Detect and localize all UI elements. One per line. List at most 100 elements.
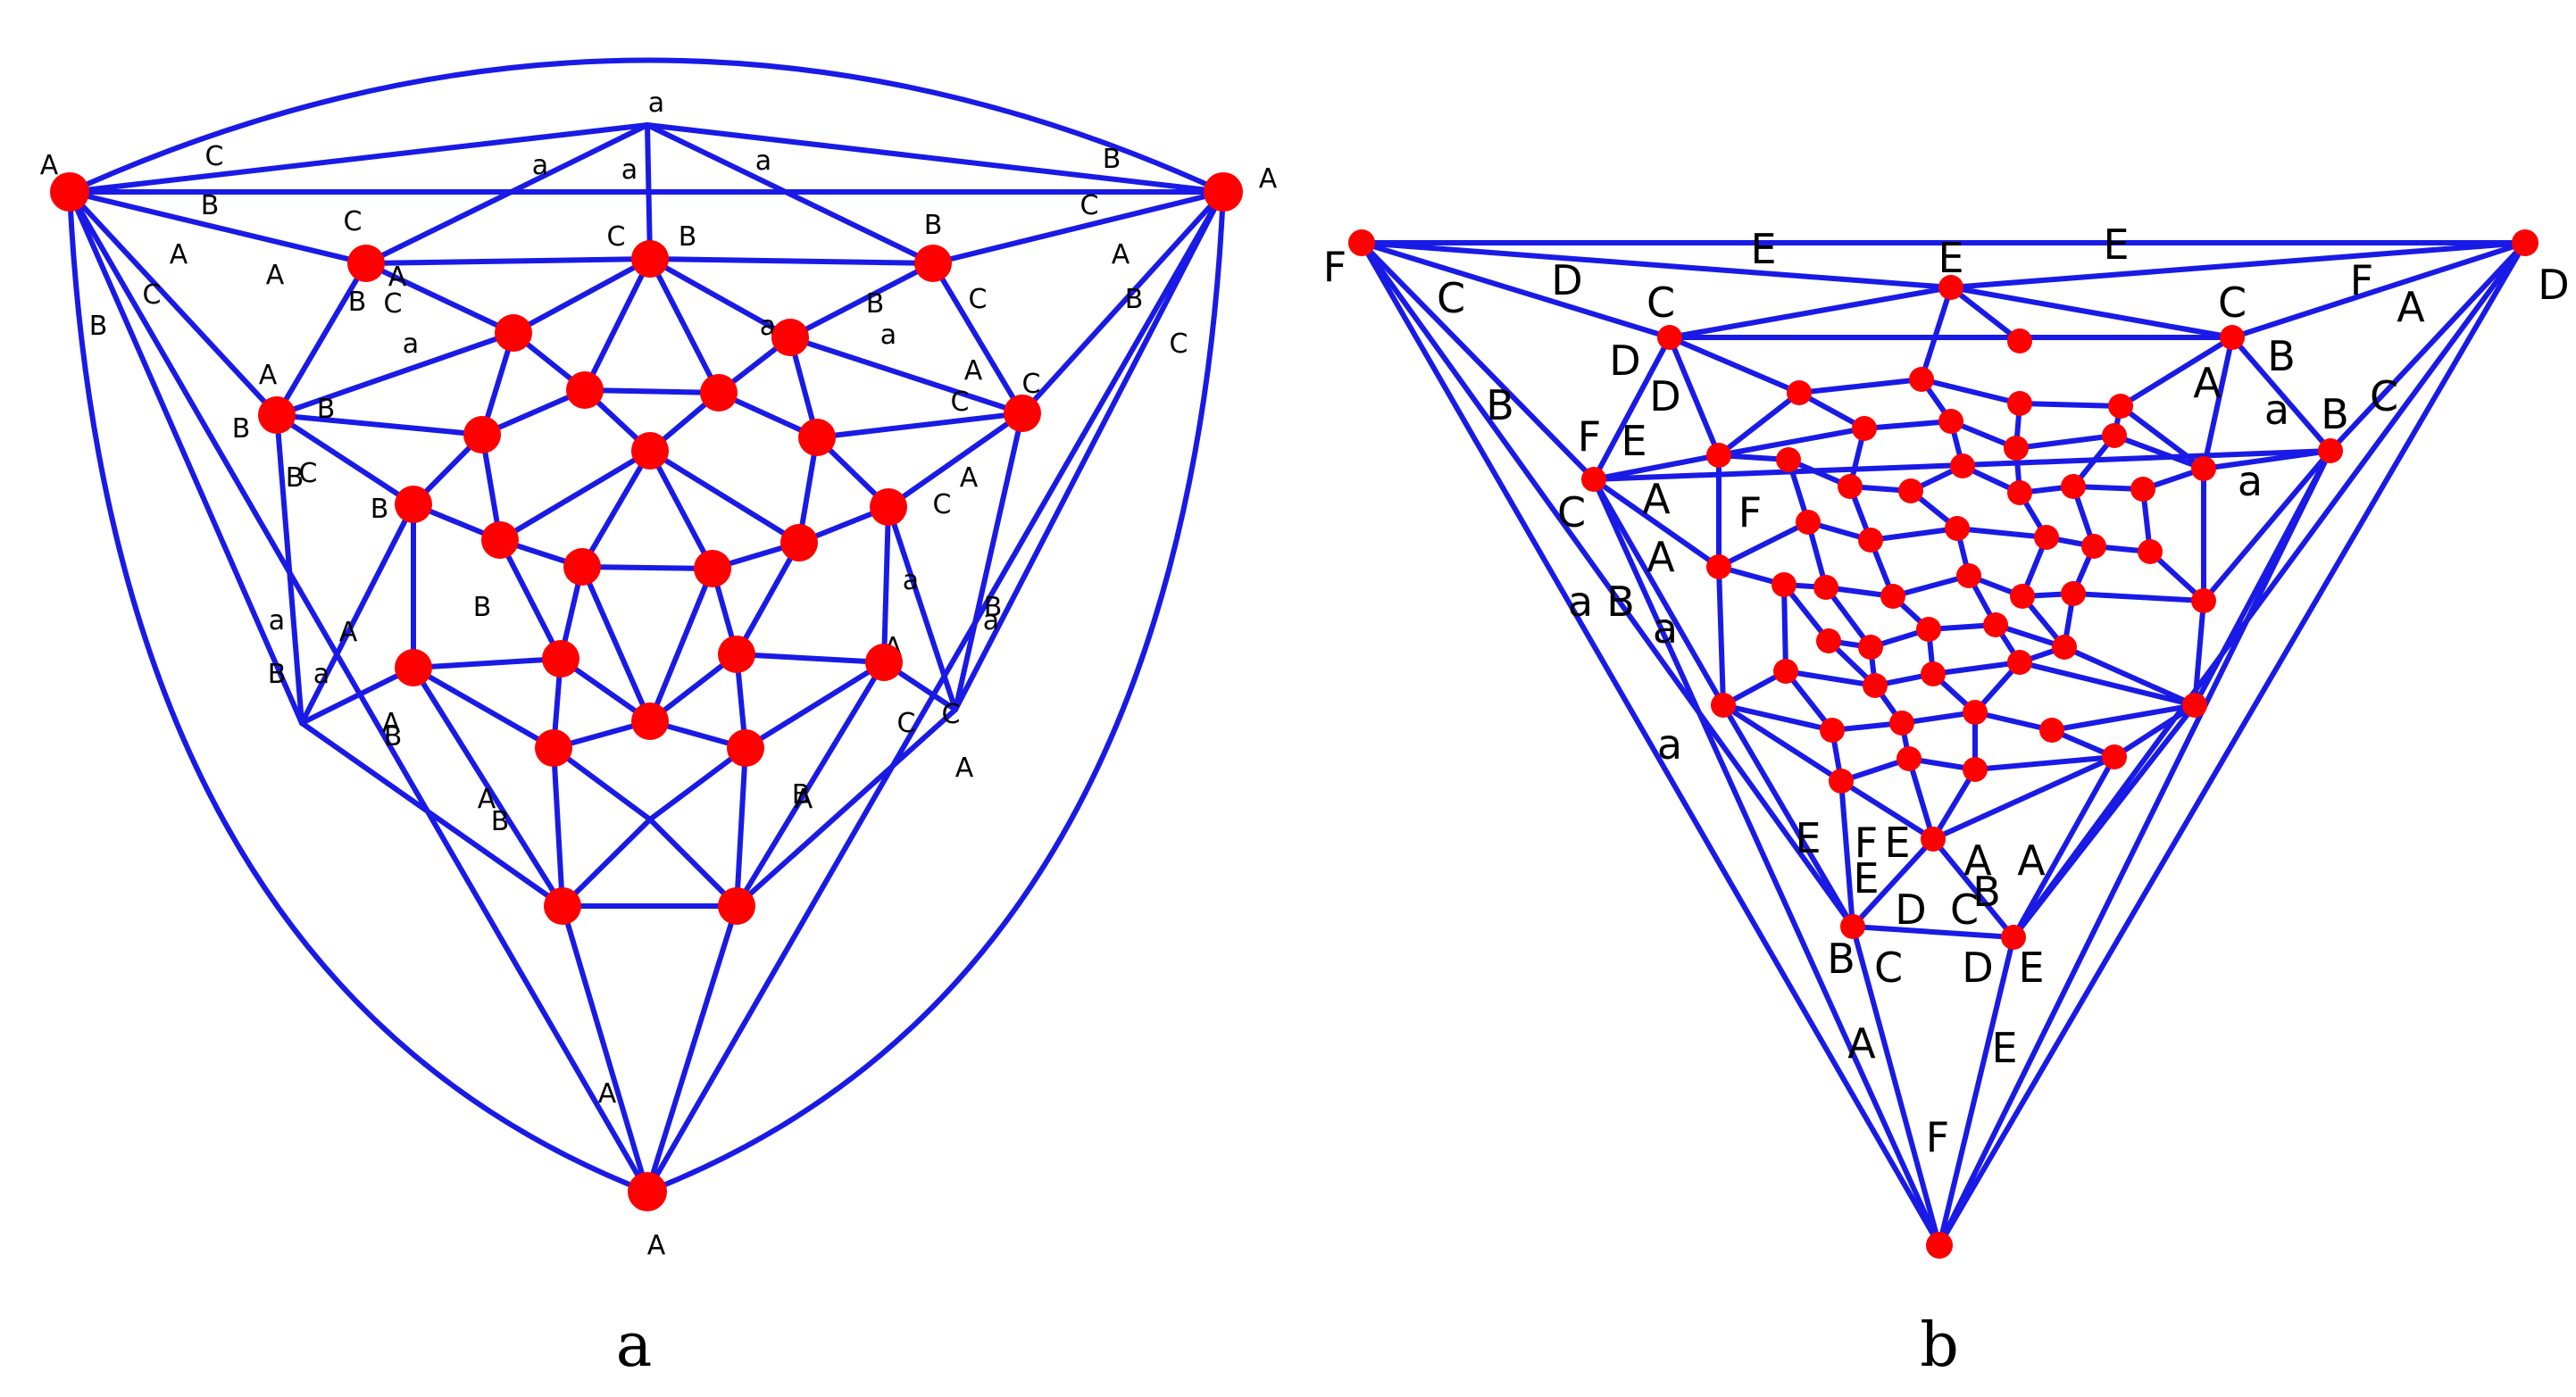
label-b-21: D: [1649, 372, 1680, 420]
edge-a-2: [645, 122, 1226, 195]
label-b-14: B: [2321, 390, 2349, 438]
vertex-b-C: [1926, 1232, 1953, 1259]
edge-b-14: [1937, 448, 2333, 1248]
vertex-b-h2: [1858, 635, 1883, 660]
edge-b-30: [2201, 448, 2333, 471]
label-a-17: B: [89, 311, 108, 342]
vertex-b-k3: [1898, 478, 1923, 503]
caption-a: a: [616, 1310, 653, 1381]
label-a-59: A: [955, 753, 974, 784]
label-a-39: B: [473, 592, 492, 623]
edge-a-74: [299, 720, 565, 909]
edge-a-84: [734, 660, 887, 909]
edge-a-71: [743, 660, 887, 751]
vertex-a-x2: [694, 550, 731, 587]
label-b-38: B: [1827, 935, 1855, 983]
edge-b-104: [2062, 644, 2197, 708]
label-b-6: C: [1646, 279, 1675, 327]
label-a-20: C: [1170, 328, 1188, 360]
label-b-7: D: [1609, 337, 1640, 385]
edge-a-32: [814, 411, 1025, 440]
edge-a-12: [363, 122, 650, 266]
edge-b-97: [1716, 564, 1726, 708]
vertex-b-g1: [1711, 693, 1736, 718]
edge-a-14: [363, 256, 653, 266]
vertex-b-d3: [1963, 757, 1988, 782]
edge-a-61: [647, 566, 715, 724]
edge-a-65: [734, 652, 887, 665]
label-a-34: B: [317, 394, 336, 425]
vertex-a-TR: [1204, 172, 1243, 212]
vertex-b-D: [2512, 229, 2538, 256]
edge-a-31: [788, 335, 1025, 416]
label-b-33: A: [1963, 836, 1992, 885]
edge-a-15: [647, 256, 936, 266]
edge-a-19: [511, 256, 653, 336]
vertex-b-rB: [2318, 438, 2343, 463]
vertex-a-w1: [481, 521, 519, 559]
label-b-24: A: [1646, 533, 1675, 581]
edge-b-16: [1948, 285, 2235, 340]
edge-b-3: [1359, 240, 1954, 290]
vertex-b-j4: [1945, 516, 1970, 541]
edge-a-23: [647, 256, 721, 395]
edge-b-69: [1868, 526, 1960, 543]
edge-a-57: [734, 540, 802, 657]
label-a-36: A: [960, 462, 979, 494]
edge-b-17: [1919, 285, 1954, 382]
label-a-52: B: [384, 721, 403, 753]
vertex-a-v1: [395, 486, 432, 523]
label-a-6: a: [532, 150, 548, 181]
label-a-11: C: [344, 206, 363, 237]
vertex-a-q2: [727, 729, 764, 767]
edge-b-129: [1930, 767, 1978, 842]
edge-b-138: [1721, 703, 1844, 784]
edge-a-76: [551, 745, 565, 909]
edge-b-127: [1838, 778, 1936, 842]
edge-b-106: [1783, 669, 1878, 688]
vertex-b-n1: [1787, 380, 1812, 405]
label-b-28: a: [1657, 720, 1682, 769]
edge-a-44: [647, 448, 802, 545]
edge-b-135: [1930, 836, 2016, 940]
label-b-4: E: [1938, 234, 1963, 282]
label-b-8: C: [2218, 279, 2247, 327]
vertex-b-f4: [2039, 718, 2064, 743]
edge-b-2: [1937, 240, 2528, 1248]
label-a-8: a: [755, 146, 771, 177]
edge-b-131: [2011, 754, 2117, 940]
vertex-b-m1: [1706, 443, 1731, 468]
label-a-40: B: [371, 494, 389, 525]
edge-a-5: [67, 189, 304, 726]
label-b-32: E: [1884, 819, 1910, 867]
vertex-b-g5: [2007, 650, 2032, 675]
edge-a-75: [734, 707, 958, 909]
label-a-45: a: [313, 659, 329, 690]
vertex-b-o: [1921, 827, 1946, 852]
edge-a-72: [299, 665, 416, 726]
vertex-b-f3: [1963, 700, 1988, 725]
edge-a-29: [274, 412, 416, 507]
edge-b-33: [1797, 377, 1924, 395]
vertex-b-F: [1348, 229, 1375, 256]
edge-b-126: [1972, 754, 2117, 772]
edge-a-9: [953, 189, 1226, 712]
label-b-31: E: [1853, 854, 1879, 902]
label-b-25: a: [1568, 578, 1593, 626]
vertex-a-y1: [542, 640, 579, 678]
vertex-b-j5: [2034, 525, 2059, 550]
label-b-2: C: [1437, 274, 1465, 322]
label-b-0: F: [1323, 243, 1346, 291]
vertex-a-r2: [631, 240, 669, 278]
label-a-58: B: [792, 779, 811, 811]
vertex-a-u3: [798, 419, 836, 456]
edge-a-22: [582, 256, 653, 393]
vertex-b-f1: [1820, 718, 1845, 743]
edge-b-137: [2011, 703, 2197, 940]
edge-b-24: [2118, 335, 2235, 409]
edge-b-109: [2017, 660, 2197, 708]
vertex-b-n3: [2007, 391, 2032, 416]
caption-b: b: [1920, 1310, 1959, 1381]
label-a-22: A: [388, 262, 407, 293]
